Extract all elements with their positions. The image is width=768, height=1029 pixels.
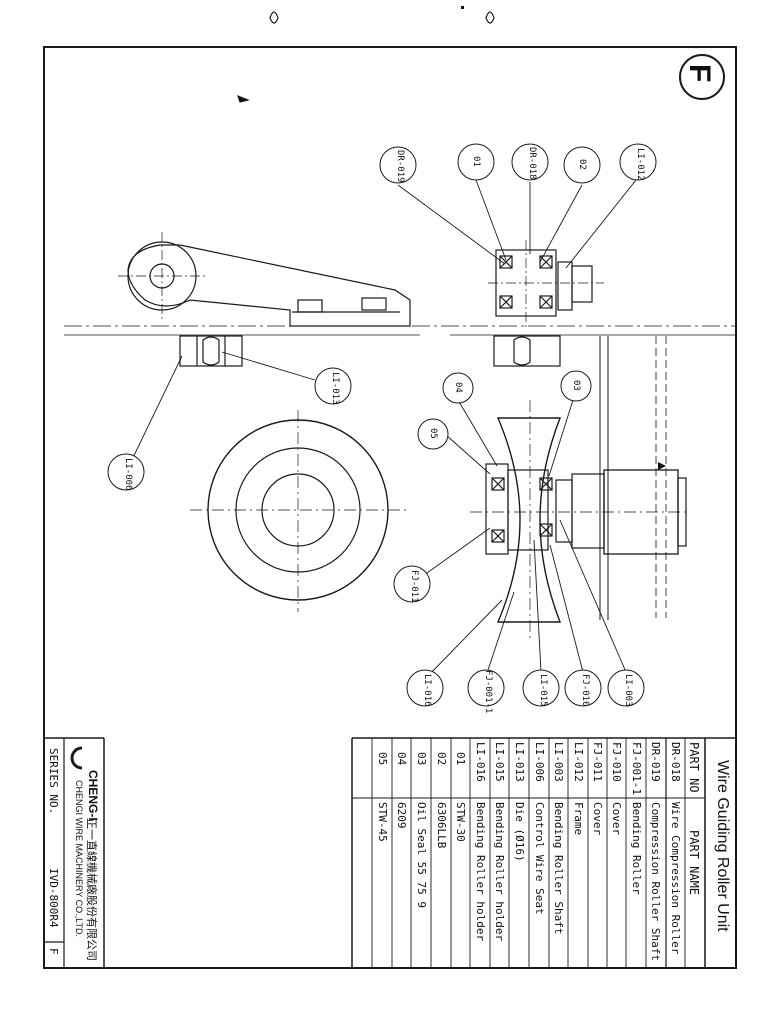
table-row-no: DR-018 [669,742,682,782]
table-row-name: 6209 [395,802,408,829]
table-row-name: Cover [591,802,604,836]
table-row-no: 01 [454,752,467,766]
roller-end-view [190,410,408,612]
table-row-no: 02 [435,752,448,766]
lever-arm-view [118,232,411,367]
punch-hole-mark [485,11,495,24]
balloon-label: DR-018 [527,147,537,180]
bending-roller-view [470,400,690,640]
balloon-label: LI-003 [623,674,633,707]
balloon-label: DR-019 [395,150,405,183]
table-row-name: Bending Roller holder [474,802,487,942]
table-row-no: LI-016 [474,742,487,782]
balloon-label: 04 [453,382,463,393]
table-row-no: LI-015 [493,742,506,782]
table-row-no: LI-012 [572,742,585,782]
table-row-no: 05 [376,752,389,766]
table-row-no: FJ-001-1 [630,742,643,795]
company-chinese-name: 正一直線機械廠股份有限公司 [85,818,98,961]
sheet-letter: F [683,64,716,83]
balloon-label: 01 [471,156,481,167]
drawing-border [43,46,737,969]
series-sheet: F [47,948,60,955]
table-row-name: Frame [572,802,585,836]
table-row-name: Bending Roller [630,802,643,895]
table-row-no: FJ-011 [591,742,604,782]
company-logo [70,746,83,770]
table-row-name: Control Wire Seat [533,802,546,915]
table-row-name: STW-45 [376,802,389,842]
table-row-no: LI-013 [513,742,526,782]
balloon-label: 03 [571,380,581,391]
table-row-no: LI-003 [552,742,565,782]
header-part-no: PART NO [687,742,701,793]
table-row-name: Bending Roller Shaft [552,802,565,935]
series-value: IVD-800R4 [47,868,60,928]
balloon-label: FJ-010 [580,674,590,707]
header-part-name: PART NAME [687,830,701,896]
balloon-label: FJ-001-1 [483,670,493,714]
table-row-no: LI-006 [533,742,546,782]
company-brand: CHENG-I [86,770,100,821]
table-row-name: STW-30 [454,802,467,842]
balloon-label: LI-013 [330,372,340,405]
table-row-name: Oil Seal 55 75 9 [415,802,428,908]
sheet-letter-circle [679,54,725,100]
balloon-label: LI-012 [635,148,645,181]
balloon-label: 05 [428,428,438,439]
table-row-no: 04 [395,752,408,766]
table-row-no: DR-019 [649,742,662,782]
table-row-name: Wire Compression Roller [669,802,682,955]
table-row-name: Bending Roller holder [493,802,506,942]
table-row-name: Cover [610,802,623,836]
table-row-name: Compression Roller Shaft [649,802,662,961]
table-row-name: Die (Ø16) [513,802,526,862]
balloon-label: LI-015 [538,674,548,707]
drawing-title: Wire Guiding Roller Unit [714,760,731,932]
series-label: SERIES NO. [47,748,60,815]
balloon-label: 02 [577,159,587,170]
punch-hole-mark [269,11,279,24]
table-row-no: 03 [415,752,428,766]
table-row-no: FJ-010 [610,742,623,782]
balloon-label: LI-006 [123,458,133,491]
table-row-name: 6306LLB [435,802,448,849]
company-english-name: CHENGI WIRE MACHINERY CO.,LTD. [74,780,84,938]
balloon-label: LI-016 [422,674,432,707]
balloon-label: FJ-011 [409,570,419,603]
